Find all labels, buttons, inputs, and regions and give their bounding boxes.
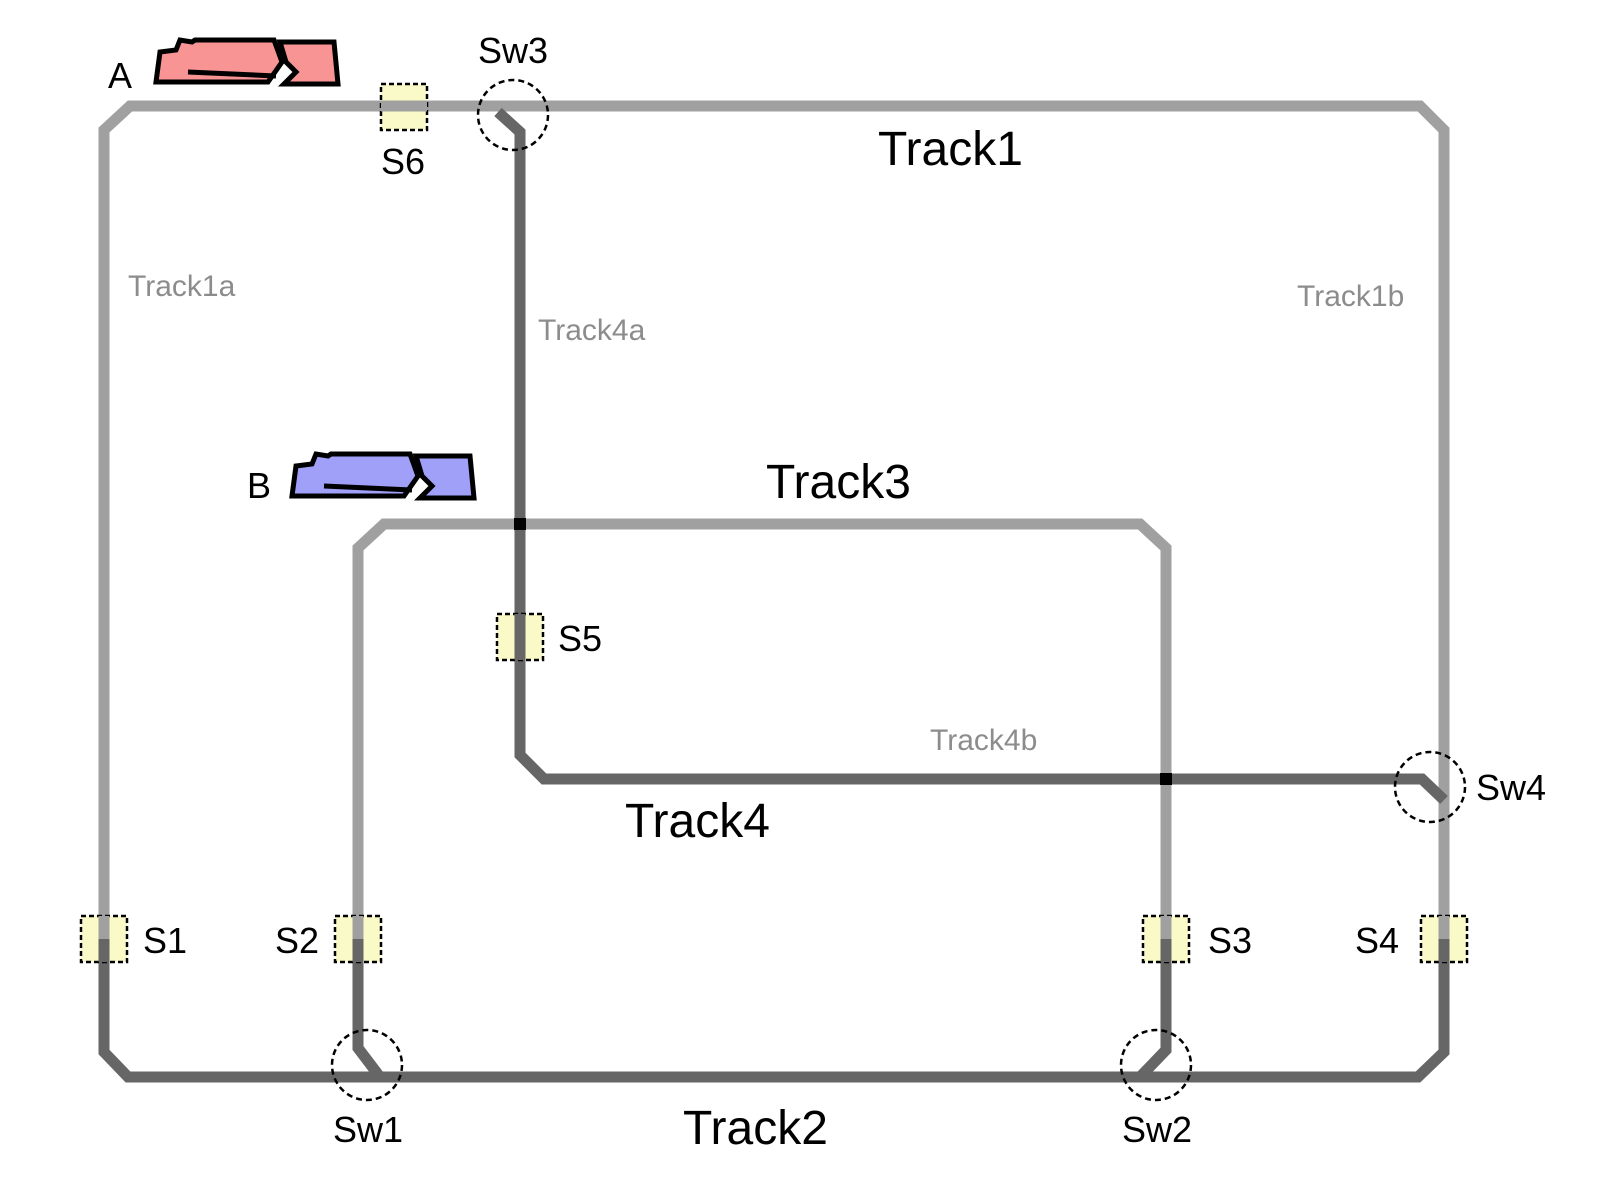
switch-sw4[interactable]: Sw4 [1393,750,1546,824]
switch-sw2[interactable]: Sw2 [1119,1028,1193,1150]
track1-label: Track1 [878,123,1023,176]
switch-sw2-label: Sw2 [1122,1109,1192,1150]
sensor-s5-label: S5 [558,618,602,659]
sensor-s2[interactable]: S2 [275,914,383,964]
train-a-car[interactable] [276,39,341,87]
switch-sw1[interactable]: Sw1 [330,1028,404,1150]
track4a-label: Track4a [538,314,646,347]
sensor-s4-label: S4 [1355,920,1399,961]
crossing-marker [514,518,526,530]
crossing-marker [1160,773,1172,785]
train-a-locomotive [153,37,285,85]
train-b-car[interactable] [412,453,477,501]
train-a-window-line [187,69,277,79]
train-b-locomotive [289,451,421,499]
track2-label: Track2 [683,1102,828,1155]
sensor-s4[interactable]: S4 [1355,914,1469,964]
switch-sw1-label: Sw1 [333,1109,403,1150]
track4b-label: Track4b [930,724,1037,757]
sensor-s3-label: S3 [1208,920,1252,961]
track1a-label: Track1a [128,270,236,303]
sensor-s2-label: S2 [275,920,319,961]
sensor-s6[interactable]: S6 [379,82,429,182]
track2-line [98,950,1450,1083]
switch-sw3[interactable]: Sw3 [476,30,550,152]
train-a[interactable]: A [108,37,341,96]
track3-line [352,518,1172,950]
track1-line [98,100,1450,950]
track2-branch-left [352,950,385,1081]
sensor-s1-label: S1 [143,920,187,961]
track4-line [494,107,1448,804]
sensor-s6-label: S6 [381,141,425,182]
switch-sw3-label: Sw3 [478,30,548,71]
track2-branch-right [1136,950,1172,1081]
track3-label: Track3 [766,456,911,509]
switch-sw4-label: Sw4 [1476,767,1546,808]
track4-label: Track4 [625,795,770,848]
train-b-window-line [323,483,413,493]
train-a-label: A [108,55,132,96]
sensor-s5[interactable]: S5 [495,612,602,662]
sensor-s3[interactable]: S3 [1141,914,1252,964]
train-b-label: B [247,465,271,506]
track1b-label: Track1b [1297,280,1404,313]
sensor-s1[interactable]: S1 [79,914,187,964]
train-b[interactable]: B [247,451,477,506]
